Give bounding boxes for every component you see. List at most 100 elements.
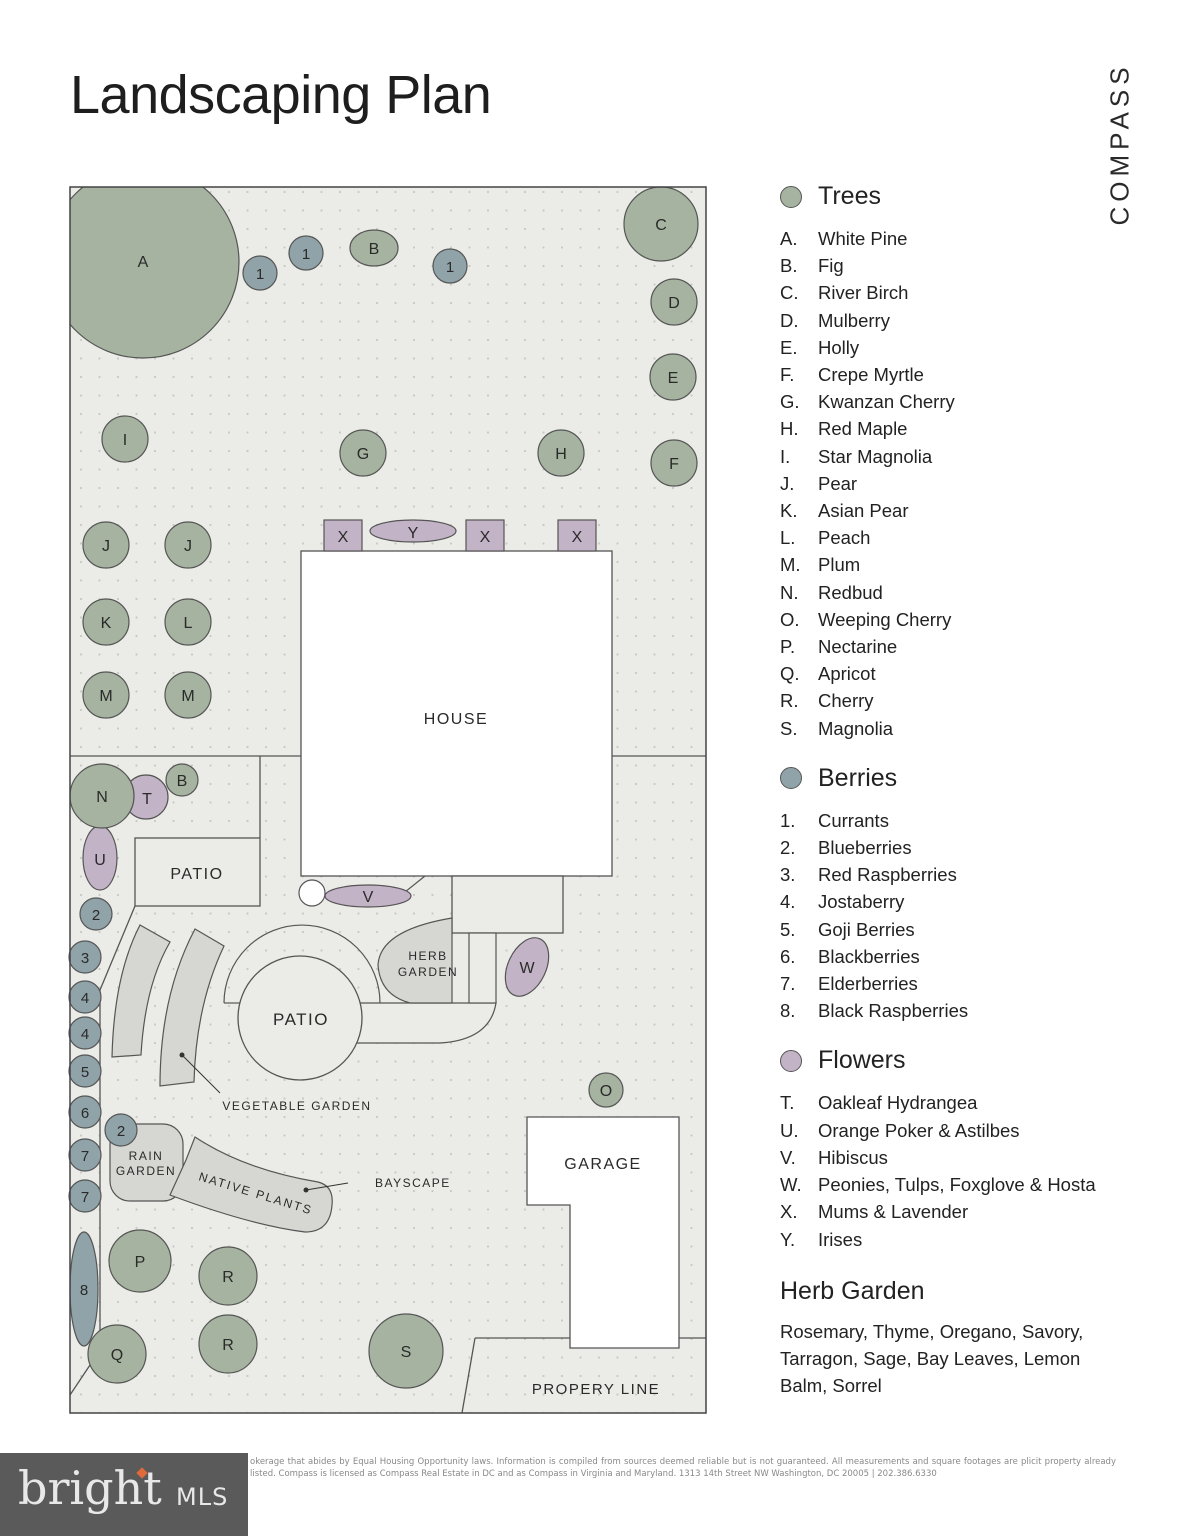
legend-value: Holly xyxy=(818,336,860,358)
berry-7 xyxy=(68,1179,102,1213)
tree-h xyxy=(537,429,585,477)
tree-e xyxy=(649,353,697,401)
legend-heading: Berries xyxy=(818,763,898,792)
tree-f xyxy=(650,439,698,487)
berry-1 xyxy=(288,235,324,271)
legend-key: V. xyxy=(780,1146,796,1168)
flower-y xyxy=(369,519,457,543)
svg-text:R: R xyxy=(222,1269,234,1286)
tree-k xyxy=(82,598,130,646)
tree-b xyxy=(349,229,399,267)
svg-text:B: B xyxy=(177,773,188,790)
patio-upper-label: PATIO xyxy=(170,866,223,883)
tree-m xyxy=(82,671,130,719)
legend-value: Weeping Cherry xyxy=(818,608,952,630)
svg-text:4: 4 xyxy=(81,990,89,1007)
legend-key: L. xyxy=(780,527,796,549)
vegetable-bed-1 xyxy=(111,924,171,1058)
tree-swatch-icon xyxy=(780,185,802,208)
legend-value: River Birch xyxy=(818,282,909,304)
legend-key: X. xyxy=(780,1201,798,1223)
svg-text:1: 1 xyxy=(446,259,454,276)
legend-key: T. xyxy=(780,1092,795,1114)
legend-item: N.Redbud xyxy=(780,579,1160,606)
berry-2 xyxy=(79,897,113,931)
svg-text:S: S xyxy=(401,1344,412,1361)
legend-item: 5.Goji Berries xyxy=(780,916,1160,943)
legend-item: K.Asian Pear xyxy=(780,497,1160,524)
legend-key: W. xyxy=(780,1174,802,1196)
tree-i xyxy=(101,415,149,463)
legend-item: 2.Blueberries xyxy=(780,834,1160,861)
svg-text:J: J xyxy=(102,538,110,555)
legend-key: M. xyxy=(780,554,801,576)
legend-item: B.Fig xyxy=(780,252,1160,279)
svg-text:5: 5 xyxy=(81,1064,89,1081)
legend-key: 7. xyxy=(780,973,796,995)
legend-heading: Trees xyxy=(818,182,881,210)
svg-text:W: W xyxy=(519,960,535,977)
legend-key: B. xyxy=(780,255,798,277)
tree-j xyxy=(164,521,212,569)
legend-value: Black Raspberries xyxy=(818,1000,969,1022)
legend-key: 2. xyxy=(780,837,796,859)
house-label: HOUSE xyxy=(424,711,488,728)
legend-value: White Pine xyxy=(818,228,908,249)
svg-text:U: U xyxy=(94,852,106,869)
legend-value: Orange Poker & Astilbes xyxy=(818,1119,1020,1141)
house-annex xyxy=(451,875,564,934)
legend-key: 5. xyxy=(780,918,796,940)
legend-item: F.Crepe Myrtle xyxy=(780,361,1160,388)
legend-item: U. Orange Poker & Astilbes xyxy=(780,1117,1160,1144)
svg-text:X: X xyxy=(480,529,491,546)
bayscape-label: BAYSCAPE xyxy=(375,1176,451,1190)
berry-1 xyxy=(242,255,278,291)
svg-text:P: P xyxy=(135,1254,146,1271)
herb-garden-heading: Herb Garden xyxy=(780,1276,925,1305)
svg-text:H: H xyxy=(555,446,567,463)
patio-circle xyxy=(237,955,363,1081)
flower-x xyxy=(465,519,505,552)
legend-key: U. xyxy=(780,1119,799,1141)
legend-item: R.Cherry xyxy=(780,687,1160,714)
svg-text:7: 7 xyxy=(81,1148,89,1165)
flower-w xyxy=(504,937,550,997)
legend-value: Red Maple xyxy=(818,418,908,440)
herb-garden-label: HERB xyxy=(408,949,447,963)
page-title: Landscaping Plan xyxy=(70,65,492,125)
legend-value: Kwanzan Cherry xyxy=(818,391,955,413)
legend-item: L.Peach xyxy=(780,524,1160,551)
svg-text:T: T xyxy=(142,791,152,808)
legend-key: A. xyxy=(780,228,798,249)
flower-x xyxy=(557,519,597,552)
legend-key: P. xyxy=(780,636,796,658)
legend-value: Pear xyxy=(818,472,858,494)
house xyxy=(300,550,613,877)
herb-garden-bed xyxy=(377,917,453,1004)
legend-item: S.Magnolia xyxy=(780,715,1160,742)
legend-item: J.Pear xyxy=(780,470,1160,497)
berry-3 xyxy=(68,940,102,974)
svg-text:V: V xyxy=(363,889,374,906)
svg-text:J: J xyxy=(184,538,192,555)
legend-item: X.Mums & Lavender xyxy=(780,1198,1160,1225)
legend-value: Currants xyxy=(818,809,889,831)
svg-text:1: 1 xyxy=(302,246,310,263)
svg-text:8: 8 xyxy=(80,1282,88,1299)
legend-item: 1.Currants xyxy=(780,807,1160,834)
svg-text:E: E xyxy=(668,370,679,387)
tree-s xyxy=(368,1313,444,1389)
legend-key: Y. xyxy=(780,1228,796,1250)
legend-trees-heading: Trees xyxy=(780,182,1160,211)
legend-key: N. xyxy=(780,581,799,603)
legend-value: Jostaberry xyxy=(818,891,905,913)
tree-j xyxy=(82,521,130,569)
tree-l xyxy=(164,598,212,646)
legend-key: Q. xyxy=(780,663,800,685)
berry-2 xyxy=(104,1113,138,1147)
garage xyxy=(526,1116,680,1349)
